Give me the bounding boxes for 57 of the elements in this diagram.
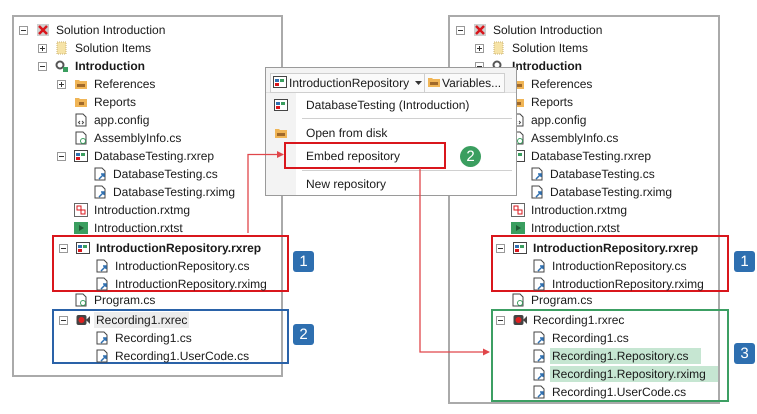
menu-item: Open from disk	[306, 125, 388, 141]
file-name: Program.cs	[530, 292, 594, 308]
highlight-frame	[52, 309, 289, 364]
file-name: IntroductionRepository.rximg	[114, 276, 268, 292]
step-badge: 2	[293, 324, 314, 345]
file-name: Reports	[530, 94, 574, 110]
file-name: Recording1.Repository.rximg	[550, 366, 718, 382]
file-name: DatabaseTesting.rxrep	[93, 148, 216, 164]
file-name: Recording1.rxrec	[94, 312, 190, 328]
file-name: DatabaseTesting.cs	[112, 166, 219, 182]
file-name: Introduction.rxtst	[530, 220, 621, 236]
file-name: IntroductionRepository.cs	[551, 258, 688, 274]
dropdown-button: IntroductionRepository	[270, 73, 426, 93]
file-name: IntroductionRepository.rximg	[551, 276, 705, 292]
dropdown-button: Variables...	[424, 73, 506, 93]
step-badge: 1	[734, 251, 755, 272]
file-name: Reports	[93, 94, 138, 110]
file-name: Introduction.rxtmg	[93, 202, 192, 218]
file-name: Program.cs	[93, 292, 156, 308]
file-name: Recording1.cs	[114, 330, 193, 346]
file-name: Recording1.UserCode.cs	[114, 348, 250, 364]
file-name: DatabaseTesting.cs	[549, 166, 656, 182]
highlight-frame	[491, 309, 729, 402]
file-name: Solution Introduction	[55, 22, 166, 38]
highlight-frame	[284, 142, 446, 169]
file-name: Introduction.rxtst	[93, 220, 184, 236]
file-name: Introduction.rxtmg	[530, 202, 628, 218]
file-name: DatabaseTesting.rxrep	[530, 148, 652, 164]
arrow	[247, 151, 284, 233]
menu-item: DatabaseTesting (Introduction)	[306, 97, 470, 113]
file-name: Recording1.rxrec	[532, 312, 626, 328]
file-name: AssemblyInfo.cs	[530, 130, 620, 146]
file-name: IntroductionRepository.rxrep	[95, 240, 262, 256]
file-name: Introduction	[74, 58, 146, 74]
file-name: Recording1.UserCode.cs	[551, 384, 688, 400]
step-badge: 3	[734, 343, 755, 364]
file-name: Recording1.Repository.cs	[550, 348, 701, 364]
file-name: Solution Items	[74, 40, 152, 56]
file-name: References	[530, 76, 594, 92]
menu-item: Embed repository	[306, 148, 400, 164]
file-name: Introduction	[511, 58, 583, 74]
file-name: IntroductionRepository.cs	[114, 258, 251, 274]
file-name: IntroductionRepository.rxrep	[532, 240, 700, 256]
file-name: Solution Items	[511, 40, 590, 56]
file-name: Recording1.cs	[551, 330, 630, 346]
file-name: app.config	[93, 112, 150, 128]
arrow	[419, 168, 490, 356]
file-name: DatabaseTesting.rximg	[112, 184, 236, 200]
file-name: AssemblyInfo.cs	[93, 130, 182, 146]
step-badge: 1	[293, 251, 314, 272]
highlight-frame	[491, 235, 729, 292]
file-name: app.config	[530, 112, 588, 128]
file-name: References	[93, 76, 156, 92]
file-name: DatabaseTesting.rximg	[549, 184, 674, 200]
menu-item: New repository	[306, 176, 386, 192]
highlight-frame	[52, 235, 289, 292]
file-name: Solution Introduction	[492, 22, 604, 38]
